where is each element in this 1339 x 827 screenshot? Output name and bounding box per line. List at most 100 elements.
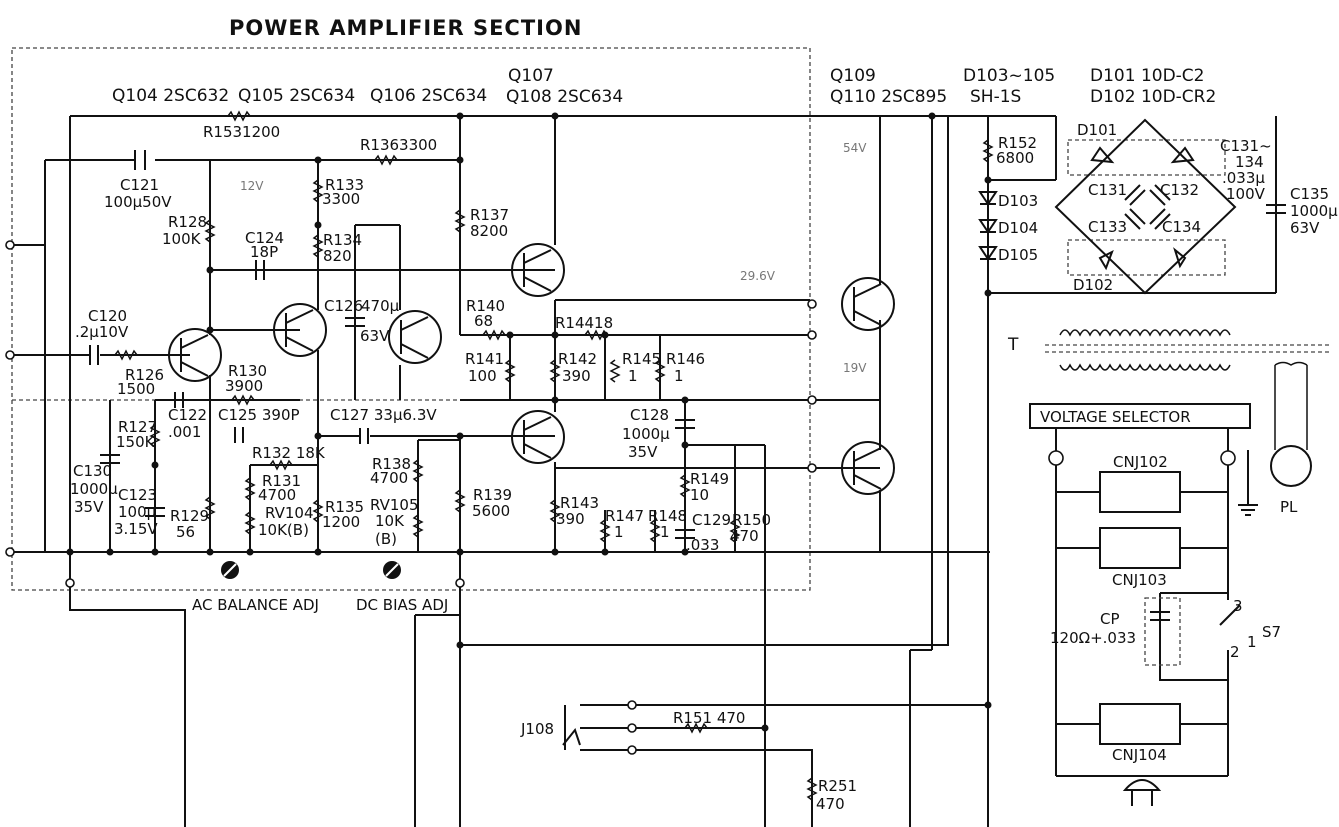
- label-r130: R130: [228, 362, 267, 380]
- label-r145: R145: [622, 350, 661, 368]
- label-c123-value: 100μ: [118, 503, 157, 521]
- voltage-selector-box: [1029, 403, 1251, 429]
- label-c121-value: 100μ50V: [104, 193, 172, 211]
- label-r139: R139: [473, 486, 512, 504]
- label-r140: R140: [466, 297, 505, 315]
- transistor-q110: [841, 441, 895, 495]
- label-r127-value: 150K: [116, 433, 156, 451]
- label-c127: C127 33μ6.3V: [330, 406, 437, 424]
- label-c126-value: 470μ: [361, 297, 400, 315]
- resistors: [114, 110, 994, 801]
- section-title: POWER AMPLIFIER SECTION: [229, 16, 582, 40]
- transistor-q109: [841, 277, 895, 331]
- label-q107: Q107: [508, 66, 554, 86]
- voltage-selector-label: VOLTAGE SELECTOR: [1040, 408, 1191, 426]
- label-r128: R128: [168, 213, 207, 231]
- label-c130: C130: [73, 462, 112, 480]
- component-labels: R1531200 R1363300 C121 100μ50V R133 3300…: [70, 121, 1338, 813]
- label-r128-value: 100K: [162, 230, 202, 248]
- label-c128-value: 1000μ: [622, 425, 670, 443]
- transistor-q106: [388, 310, 442, 364]
- label-r129: R129: [170, 507, 209, 525]
- label-cnj104: CNJ104: [1112, 746, 1167, 764]
- label-c124: C124: [245, 229, 284, 247]
- label-q108: Q108 2SC634: [506, 87, 623, 107]
- voltage-29-6v: 29.6V: [740, 269, 776, 283]
- label-d101-part: D101: [1077, 121, 1117, 139]
- label-r138: R138: [372, 455, 411, 473]
- label-r137: R137: [470, 206, 509, 224]
- label-rv104-value: 10K(B): [258, 521, 309, 539]
- label-cnj102: CNJ102: [1113, 453, 1168, 471]
- label-r141: R141: [465, 350, 504, 368]
- label-c131-voltage: 100V: [1226, 185, 1266, 203]
- label-d102-part: D102: [1073, 276, 1113, 294]
- label-d105-part: D105: [998, 246, 1038, 264]
- label-c120: C120: [88, 307, 127, 325]
- label-r133: R133: [325, 176, 364, 194]
- label-r135: R135: [325, 498, 364, 516]
- label-r150-value: 470: [730, 527, 759, 545]
- label-c129-value: .033: [686, 536, 719, 554]
- label-q105: Q105 2SC634: [238, 86, 355, 106]
- label-transformer: T: [1007, 335, 1019, 355]
- label-c123: C123: [118, 486, 157, 504]
- label-c133: C133: [1088, 218, 1127, 236]
- transistor-q107: [511, 243, 565, 297]
- label-c135: C135: [1290, 185, 1329, 203]
- label-r141-value: 100: [468, 367, 497, 385]
- label-r149-value: 10: [690, 486, 709, 504]
- label-r147-value: 1: [614, 523, 624, 541]
- label-c128: C128: [630, 406, 669, 424]
- label-s7-pos3: 3: [1233, 597, 1243, 615]
- label-r136: R1363300: [360, 136, 437, 154]
- label-r129-value: 56: [176, 523, 195, 541]
- label-r127: R127: [118, 418, 157, 436]
- label-c126: C126: [324, 297, 363, 315]
- label-r131-value: 4700: [258, 486, 296, 504]
- label-cp-value: 120Ω+.033: [1050, 629, 1136, 647]
- label-c124-value: 18P: [250, 243, 278, 261]
- terminals: [5, 240, 817, 755]
- label-s7-pos2: 2: [1230, 643, 1240, 661]
- label-r145-value: 1: [628, 367, 638, 385]
- label-c131-range-end: 134: [1235, 153, 1264, 171]
- label-c131-range: C131~: [1220, 137, 1272, 155]
- label-c131: C131: [1088, 181, 1127, 199]
- label-r139-value: 5600: [472, 502, 510, 520]
- label-cp: CP: [1100, 610, 1120, 628]
- connectors: [1048, 428, 1312, 806]
- label-rv104: RV104: [265, 504, 314, 522]
- label-q110: Q110 2SC895: [830, 87, 947, 107]
- label-r143-value: 390: [556, 510, 585, 528]
- label-r140-value: 68: [474, 312, 493, 330]
- label-r144: R14418: [555, 314, 613, 332]
- label-c122-value: .001: [168, 423, 201, 441]
- transformer: [1045, 329, 1330, 450]
- label-q104: Q104 2SC632: [112, 86, 229, 106]
- label-c129: C129: [692, 511, 731, 529]
- label-r138-value: 4700: [370, 469, 408, 487]
- label-c123-voltage: 3.15V: [114, 520, 158, 538]
- label-c135-value: 1000μ: [1290, 202, 1338, 220]
- label-r126: R126: [125, 366, 164, 384]
- label-sh1s: SH-1S: [970, 87, 1021, 107]
- label-d103-105: D103~105: [963, 66, 1055, 86]
- label-c130-voltage: 35V: [74, 498, 104, 516]
- label-r148-value: 1: [660, 523, 670, 541]
- label-r152-value: 6800: [996, 149, 1034, 167]
- label-q109: Q109: [830, 66, 876, 86]
- diodes: [978, 118, 1237, 295]
- label-r251-value: 470: [816, 795, 845, 813]
- label-c122: C122: [168, 406, 207, 424]
- label-r152: R152: [998, 134, 1037, 152]
- label-d104-part: D104: [998, 219, 1038, 237]
- label-s7: S7: [1262, 623, 1281, 641]
- label-r153: R1531200: [203, 123, 280, 141]
- voltage-12v: 12V: [240, 179, 264, 193]
- label-c125: C125 390P: [218, 406, 300, 424]
- label-r133-value: 3300: [322, 190, 360, 208]
- label-c130-value: 1000μ: [70, 480, 118, 498]
- label-r146-value: 1: [674, 367, 684, 385]
